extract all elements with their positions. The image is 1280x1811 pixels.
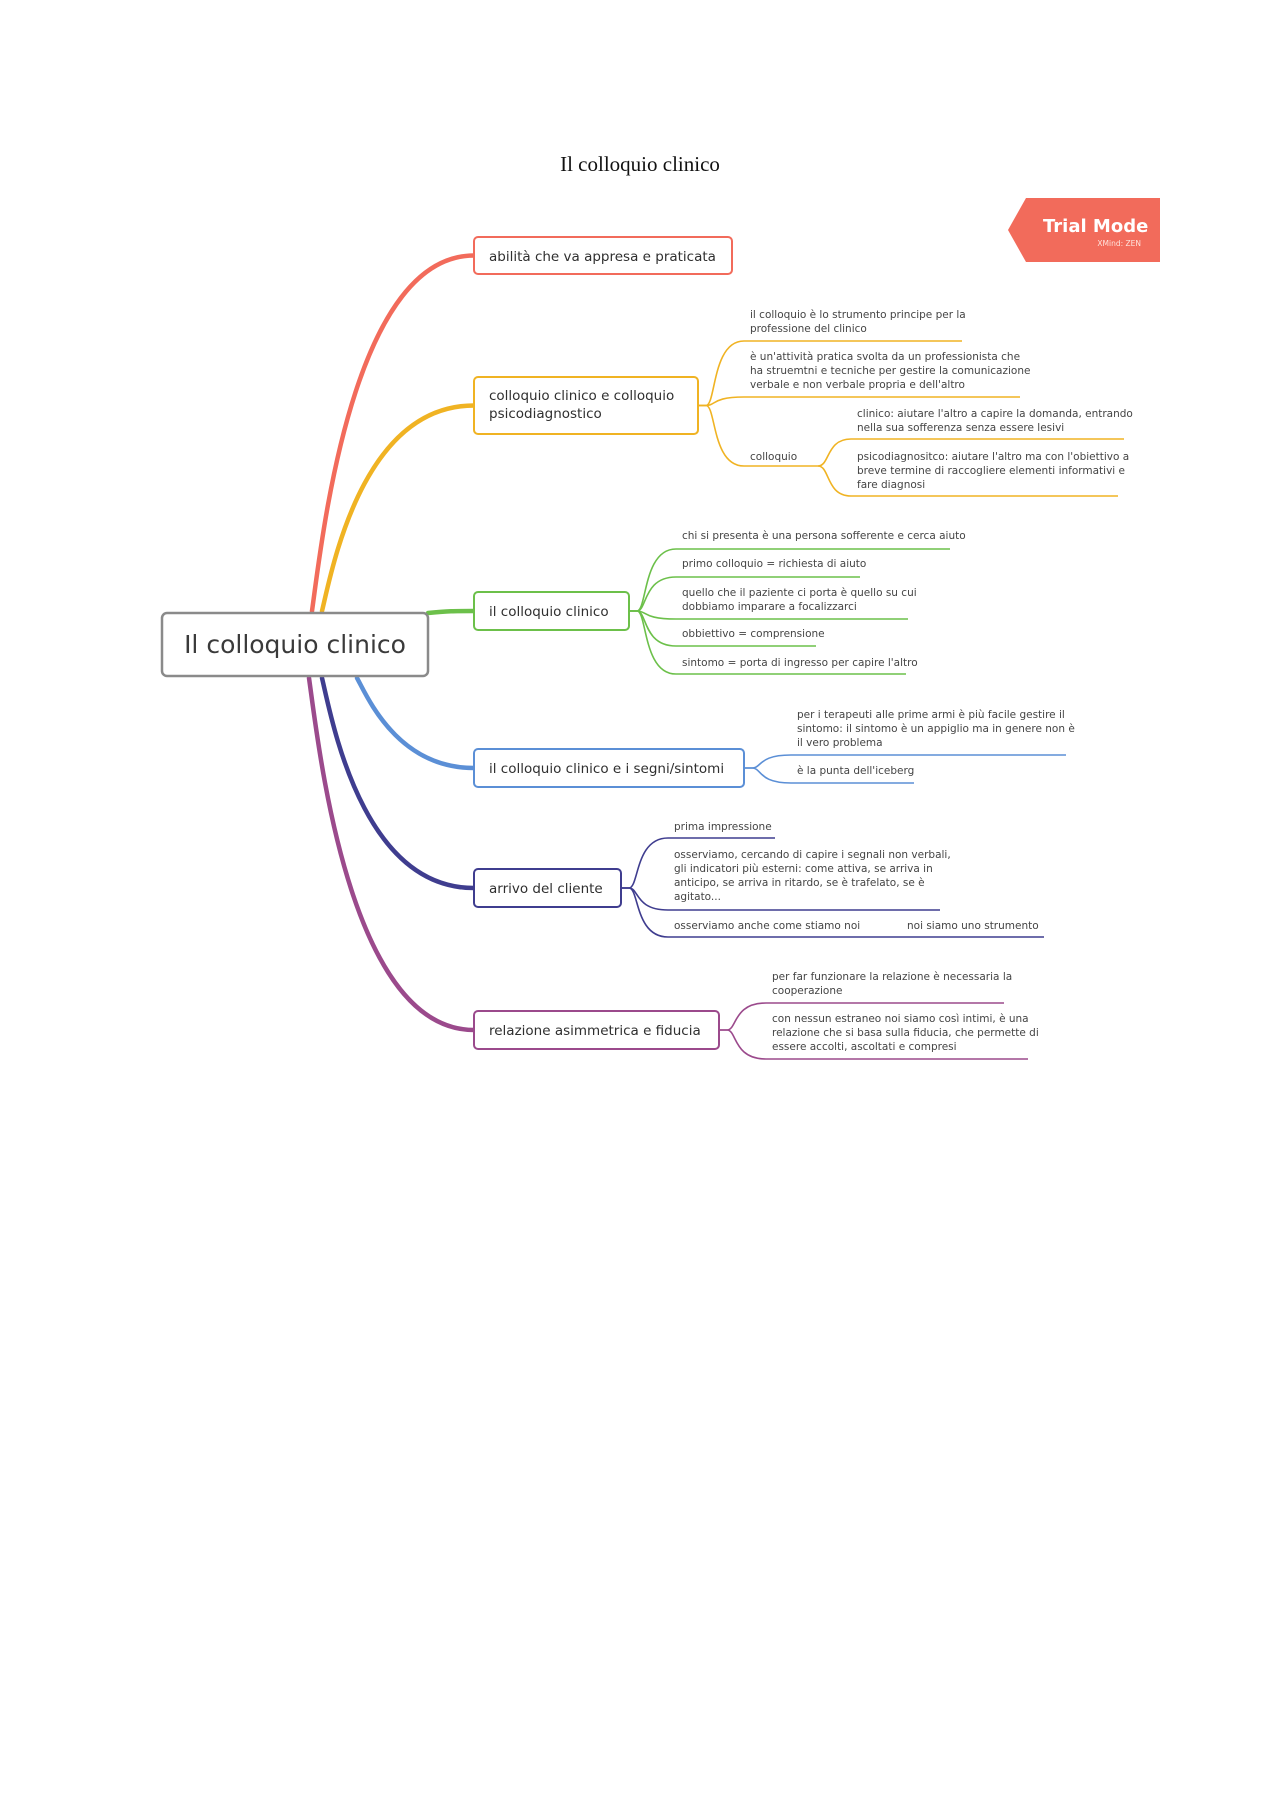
leaf-relazione-1-line: con nessun estraneo noi siamo così intim… [772,1013,1029,1025]
leaf-colloquio-clinico-3-line: obbiettivo = comprensione [682,628,825,640]
leaf-arrivo-cliente-1-line: osserviamo, cercando di capire i segnali… [674,849,951,861]
leaf-connector-psicodiagnostico-1 [698,396,1020,407]
branch-label-colloquio-clinico: il colloquio clinico [489,604,609,620]
leaf-colloquio-clinico-3: obbiettivo = comprensione [682,628,825,640]
trial-mode-subtitle: XMind: ZEN [1097,239,1141,248]
leaf-colloquio-clinico-2-line: dobbiamo imparare a focalizzarci [682,601,857,613]
leaf-connector-segni-sintomi-1 [744,767,914,784]
subleaf-psicodiagnostico-2-1-line: breve termine di raccogliere elementi in… [857,465,1125,477]
branch-node-arrivo-cliente[interactable] [473,868,622,908]
subleaf-arrivo-cliente-2-0-line: noi siamo uno strumento [907,920,1039,932]
branch-label-segni-sintomi-line: il colloquio clinico e i segni/sintomi [489,761,724,777]
connector-relazione [306,675,477,1033]
subleaf-psicodiagnostico-2-1-line: psicodiagnositco: aiutare l'altro ma con… [857,451,1129,463]
leaf-segni-sintomi-0-line: per i terapeuti alle prime armi è più fa… [797,709,1065,721]
leaf-psicodiagnostico-2-line: colloquio [750,451,797,463]
leaf-segni-sintomi-0: per i terapeuti alle prime armi è più fa… [797,709,1075,749]
branch-node-psicodiagnostico[interactable] [473,376,699,435]
subleaf-arrivo-cliente-2-0: noi siamo uno strumento [907,920,1039,932]
branch-label-arrivo-cliente: arrivo del cliente [489,881,603,897]
mind-map-nodes: Il colloquio clinico abilità che va appre… [160,236,1133,1053]
branch-label-abilita-line: abilità che va appresa e praticata [489,249,716,265]
leaf-connector-relazione-1 [719,1029,1028,1060]
leaf-relazione-0: per far funzionare la relazione è necess… [772,971,1012,997]
page-title: Il colloquio clinico [560,152,720,176]
branch-label-arrivo-cliente-line: arrivo del cliente [489,881,603,897]
branch-label-psicodiagnostico-line: psicodiagnostico [489,406,602,422]
trial-mode-title: Trial Mode [1043,216,1148,237]
subleaf-psicodiagnostico-2-0-line: nella sua sofferenza senza essere lesivi [857,422,1064,434]
branch-node-abilita[interactable] [473,236,733,275]
leaf-colloquio-clinico-0-line: chi si presenta è una persona sofferente… [682,530,966,542]
leaf-colloquio-clinico-2-line: quello che il paziente ci porta è quello… [682,587,917,599]
leaf-psicodiagnostico-0: il colloquio è lo strumento principe per… [750,309,966,335]
leaf-relazione-1: con nessun estraneo noi siamo così intim… [772,1013,1039,1053]
subleaf-psicodiagnostico-2-1-line: fare diagnosi [857,479,925,491]
leaf-arrivo-cliente-1-line: gli indicatori più esterni: come attiva,… [674,863,933,875]
leaf-colloquio-clinico-0: chi si presenta è una persona sofferente… [682,530,966,542]
subleaf-psicodiagnostico-2-0-line: clinico: aiutare l'altro a capire la dom… [857,408,1133,420]
leaf-psicodiagnostico-2: colloquio [750,451,797,463]
leaf-connector-arrivo-cliente-2 [621,887,870,938]
leaf-colloquio-clinico-1-line: primo colloquio = richiesta di aiuto [682,558,866,570]
branch-label-relazione-line: relazione asimmetrica e fiducia [489,1023,701,1039]
leaf-colloquio-clinico-4: sintomo = porta di ingresso per capire l… [682,657,918,669]
leaf-segni-sintomi-0-line: sintomo: il sintomo è un appiglio ma in … [797,723,1075,735]
subleaf-psicodiagnostico-2-0: clinico: aiutare l'altro a capire la dom… [857,408,1133,434]
branch-label-relazione: relazione asimmetrica e fiducia [489,1023,701,1039]
root-node[interactable] [160,611,430,678]
subleaf-connector-psicodiagnostico-2-0 [817,438,1124,467]
leaf-psicodiagnostico-1-line: verbale e non verbale propria e dell'alt… [750,379,965,391]
leaf-arrivo-cliente-0: prima impressione [674,821,772,833]
branch-label-psicodiagnostico: colloquio clinico e colloquio psicodiagno… [489,388,674,422]
leaf-segni-sintomi-1: è la punta dell'iceberg [797,765,914,777]
leaf-psicodiagnostico-1-line: ha struemtni e tecniche per gestire la c… [750,365,1030,377]
branch-node-colloquio-clinico[interactable] [473,591,630,631]
leaf-psicodiagnostico-0-line: professione del clinico [750,323,867,335]
branch-node-relazione[interactable] [473,1010,720,1050]
branch-label-segni-sintomi: il colloquio clinico e i segni/sintomi [489,761,724,777]
subleaf-psicodiagnostico-2-1: psicodiagnositco: aiutare l'altro ma con… [857,451,1129,491]
leaf-colloquio-clinico-4-line: sintomo = porta di ingresso per capire l… [682,657,918,669]
leaf-arrivo-cliente-0-line: prima impressione [674,821,772,833]
connector-psicodiagnostico [319,403,477,614]
leaf-psicodiagnostico-1-line: è un'attività pratica svolta da un profe… [750,351,1020,363]
leaf-arrivo-cliente-2: osserviamo anche come stiamo noi [674,920,860,932]
leaf-colloquio-clinico-1: primo colloquio = richiesta di aiuto [682,558,866,570]
root-node-label: Il colloquio clinico [184,630,406,659]
leaf-segni-sintomi-0-line: il vero problema [797,737,883,749]
connector-colloquio-clinico [425,608,477,616]
subleaf-connector-psicodiagnostico-2-1 [817,465,1118,497]
leaf-relazione-1-line: relazione che si basa sulla fiducia, che… [772,1027,1039,1039]
leaf-arrivo-cliente-1: osserviamo, cercando di capire i segnali… [674,849,951,903]
leaf-arrivo-cliente-1-line: anticipo, se arriva in ritardo, se è tra… [674,877,925,889]
leaf-colloquio-clinico-2: quello che il paziente ci porta è quello… [682,587,917,613]
branch-label-psicodiagnostico-line: colloquio clinico e colloquio [489,388,674,404]
connector-arrivo-cliente [319,675,477,891]
leaf-segni-sintomi-1-line: è la punta dell'iceberg [797,765,914,777]
leaf-connector-arrivo-cliente-1 [621,887,940,911]
leaf-relazione-0-line: per far funzionare la relazione è necess… [772,971,1012,983]
branch-label-abilita: abilità che va appresa e praticata [489,249,716,265]
branch-label-colloquio-clinico-line: il colloquio clinico [489,604,609,620]
branch-connectors [306,253,1124,1060]
branch-node-segni-sintomi[interactable] [473,748,745,788]
leaf-arrivo-cliente-2-line: osserviamo anche come stiamo noi [674,920,860,932]
leaf-relazione-1-line: essere accolti, ascoltati e compresi [772,1041,957,1053]
leaf-connector-colloquio-clinico-4 [629,610,906,675]
connector-segni-sintomi [354,675,477,771]
leaf-psicodiagnostico-1: è un'attività pratica svolta da un profe… [750,351,1030,391]
leaf-arrivo-cliente-1-line: agitato... [674,891,721,903]
leaf-psicodiagnostico-0-line: il colloquio è lo strumento principe per… [750,309,966,321]
leaf-connector-psicodiagnostico-2 [698,404,818,467]
connector-abilita [309,253,477,614]
leaf-relazione-0-line: cooperazione [772,985,842,997]
trial-mode-badge [1008,198,1160,262]
